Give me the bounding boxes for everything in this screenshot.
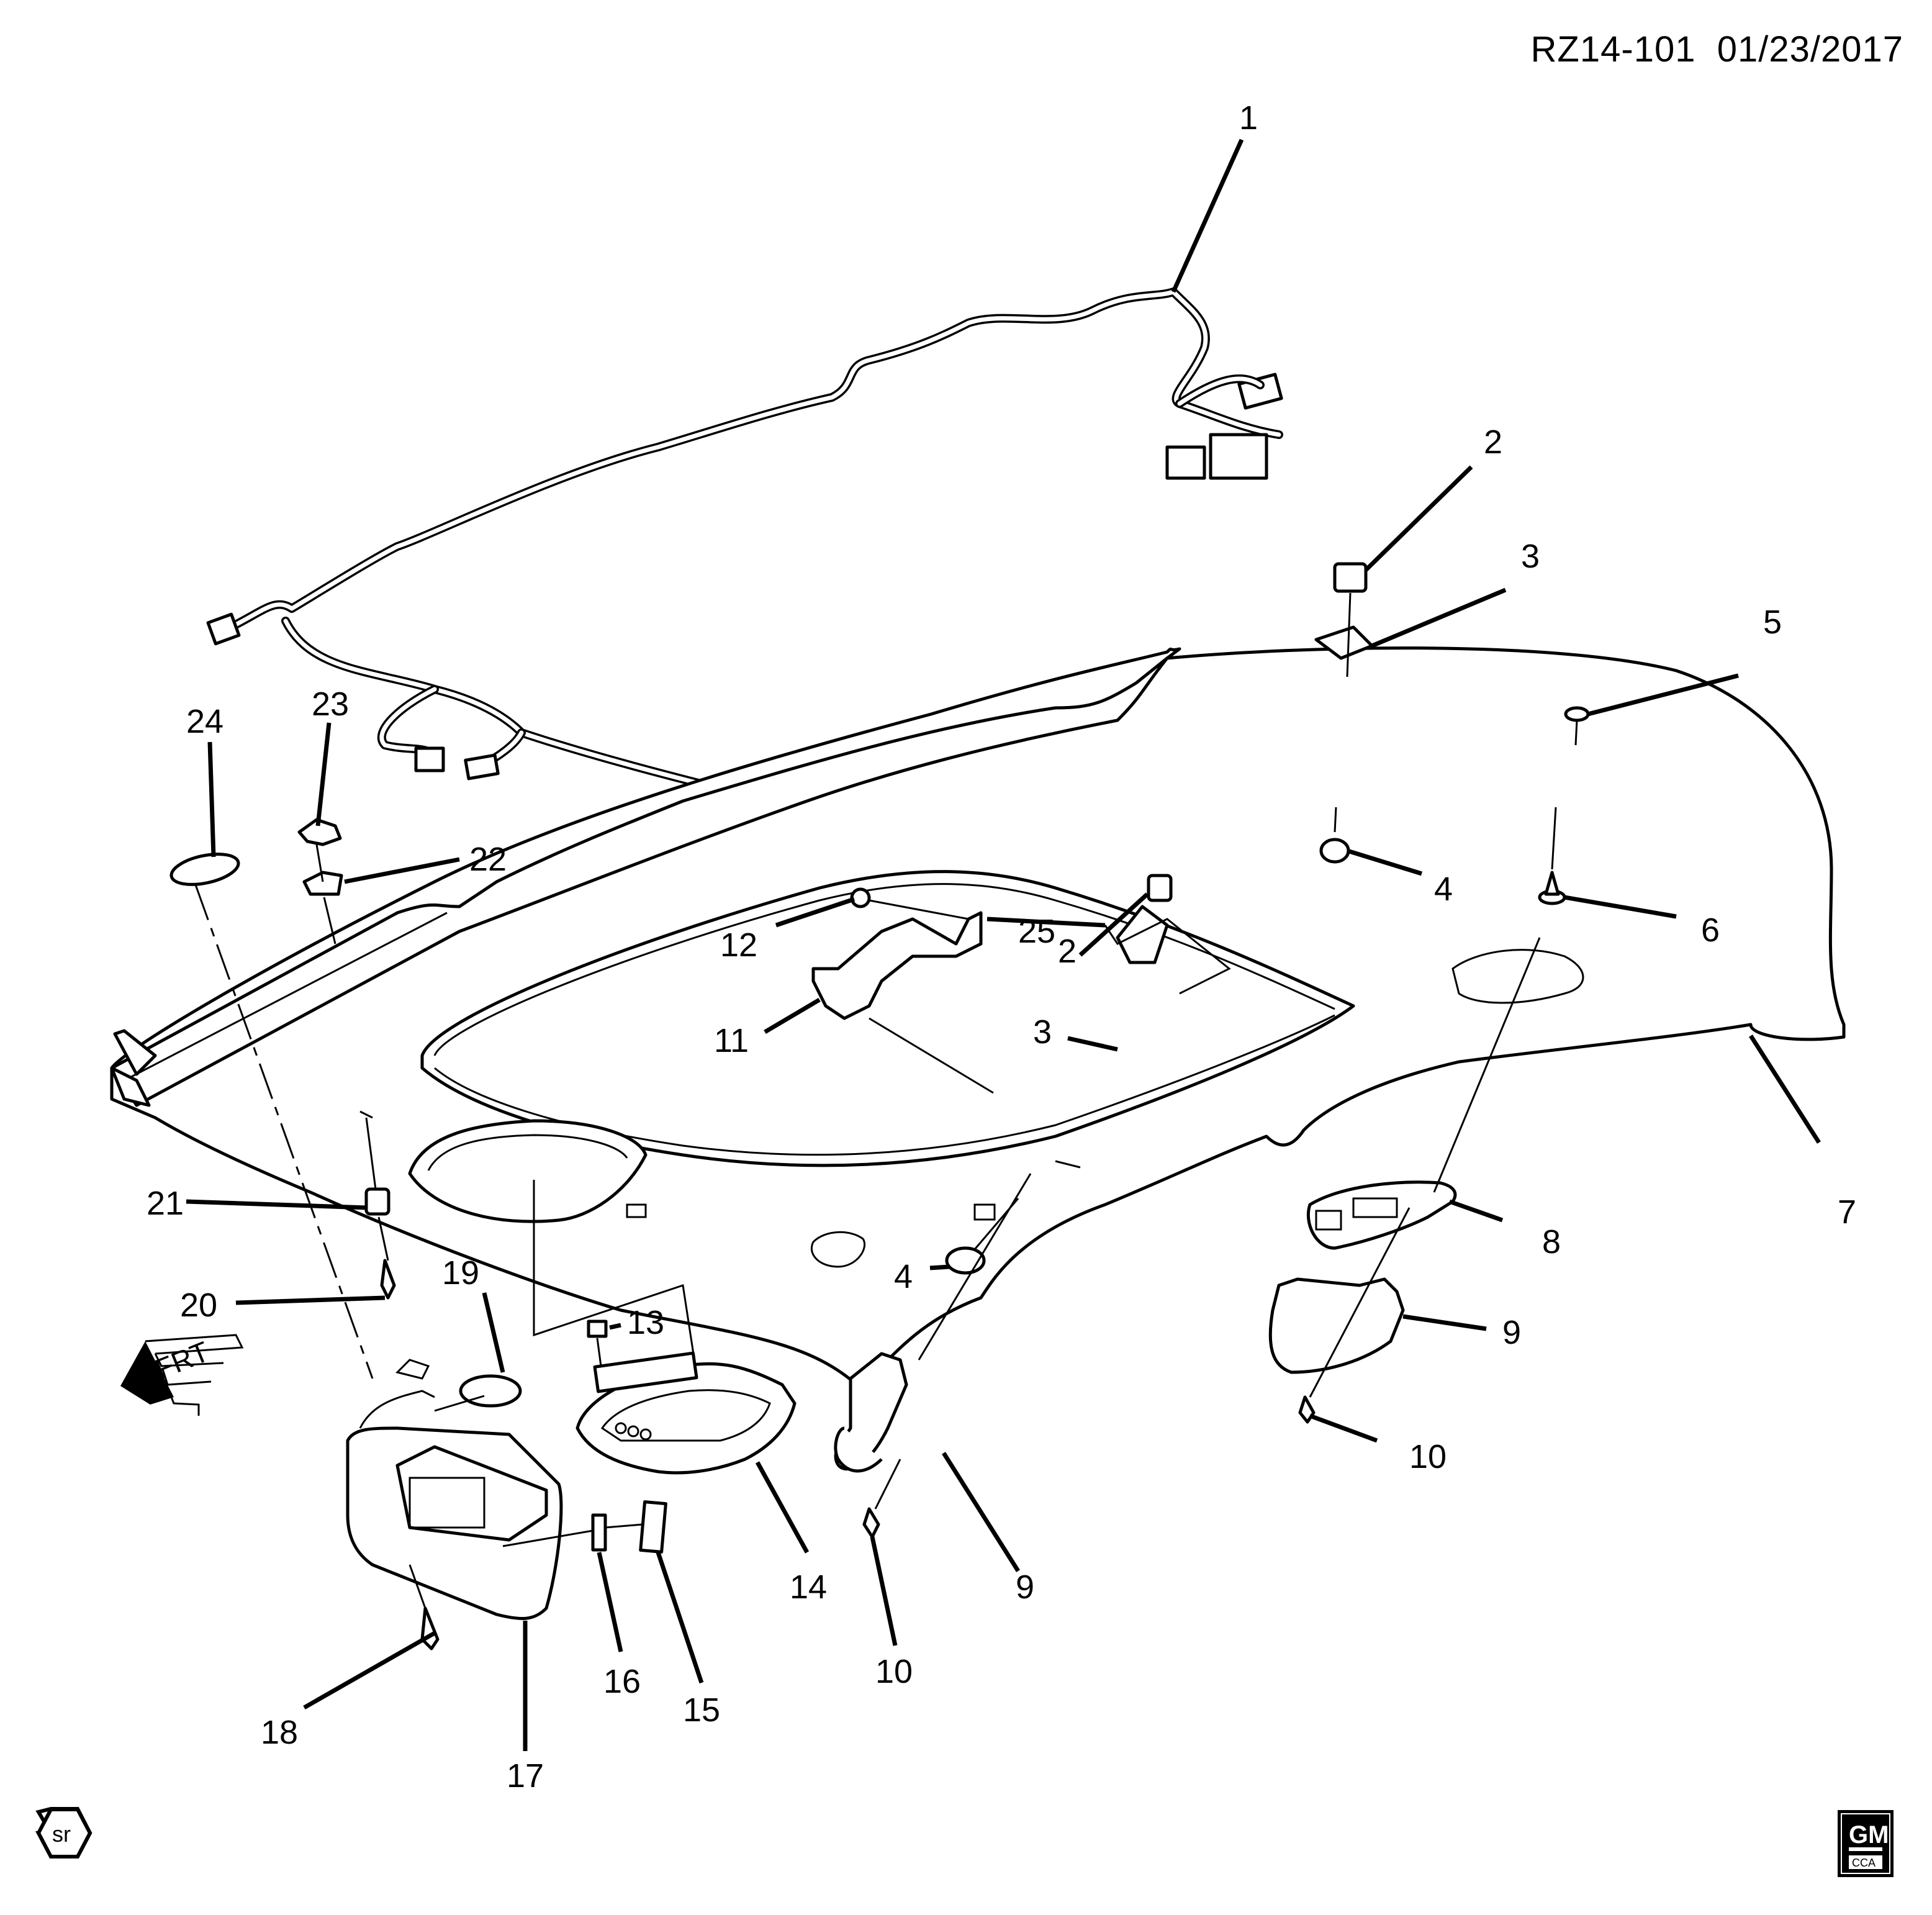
part-16-insert [591,1513,607,1552]
part-22-retainer [302,871,343,896]
callout-10b: 10 [875,1653,913,1690]
callout-3: 3 [1521,538,1540,575]
callout-10: 10 [1409,1438,1447,1475]
part-2-clip [1333,562,1368,593]
part-2-clip-lower [1147,874,1173,902]
headliner-panel [110,646,1846,1387]
harness-connector [1209,433,1268,480]
part-13-clip [587,1320,608,1338]
callout-7: 7 [1838,1193,1856,1231]
gm-cca-logo: GM CCA [1838,1810,1894,1877]
diagram-id: RZ14-101 [1530,29,1696,70]
sr-badge-text: sr [52,1821,71,1847]
callout-5: 5 [1763,604,1782,641]
harness-connector [1165,445,1206,480]
gm-logo-text: GM [1849,1821,1889,1849]
part-21-clip [364,1187,390,1216]
diagram-header: RZ14-101 01/23/2017 [1531,29,1903,70]
part-4-clip [1319,838,1350,864]
callouts: 1 2 3 5 4 6 7 8 9 10 25 12 11 2 3 24 23 … [147,99,1856,1795]
leader-lines [186,138,1821,1751]
diagram-date: 01/23/2017 [1717,29,1903,70]
harness-connector [464,753,500,781]
part-5-grommet [1564,706,1590,722]
callout-12: 12 [720,926,757,964]
front-direction-arrow-icon: FRT [120,1334,244,1416]
part-12-nut [850,887,871,908]
callout-20: 20 [180,1287,217,1324]
callout-23: 23 [312,686,349,723]
callout-19: 19 [442,1254,479,1292]
callout-11: 11 [714,1022,749,1059]
callout-2: 2 [1484,423,1502,461]
callout-25: 25 [1018,913,1055,950]
callout-8: 8 [1542,1223,1561,1261]
callout-21: 21 [147,1185,184,1222]
callout-1: 1 [1239,99,1258,137]
harness-connector [206,612,241,646]
cca-logo-text: CCA [1852,1857,1876,1869]
callout-3b: 3 [1033,1013,1052,1051]
callout-18: 18 [261,1714,298,1751]
callout-4: 4 [1434,871,1453,908]
callout-9: 9 [1502,1314,1521,1351]
frt-label: FRT [150,1335,214,1385]
part-11-bracket [811,911,983,1020]
roof-rail-trim [110,656,1169,1107]
part-19-cover [459,1374,522,1408]
callout-16: 16 [603,1663,641,1700]
harness-connector [414,746,445,772]
callout-14: 14 [790,1569,827,1606]
callout-15: 15 [683,1691,720,1729]
callout-6: 6 [1701,912,1720,949]
callout-9b: 9 [1016,1569,1034,1606]
callout-17: 17 [507,1757,544,1795]
callout-4b: 4 [894,1258,913,1295]
part-24-escutcheon [169,853,240,886]
callout-2b: 2 [1058,933,1077,970]
part-8-dome-lamp [1306,1180,1457,1250]
part-9-grab-handle-right [1268,1277,1405,1374]
part-3-bracket-lower [1116,905,1169,964]
callout-13: 13 [627,1304,664,1341]
callout-22: 22 [469,841,507,878]
callout-24: 24 [186,703,223,740]
sr-badge: sr [35,1807,93,1858]
part-10-screw [862,1507,880,1539]
part-18-screw [420,1606,440,1650]
part-20-screw [380,1259,396,1300]
part-15-cover [639,1500,667,1554]
